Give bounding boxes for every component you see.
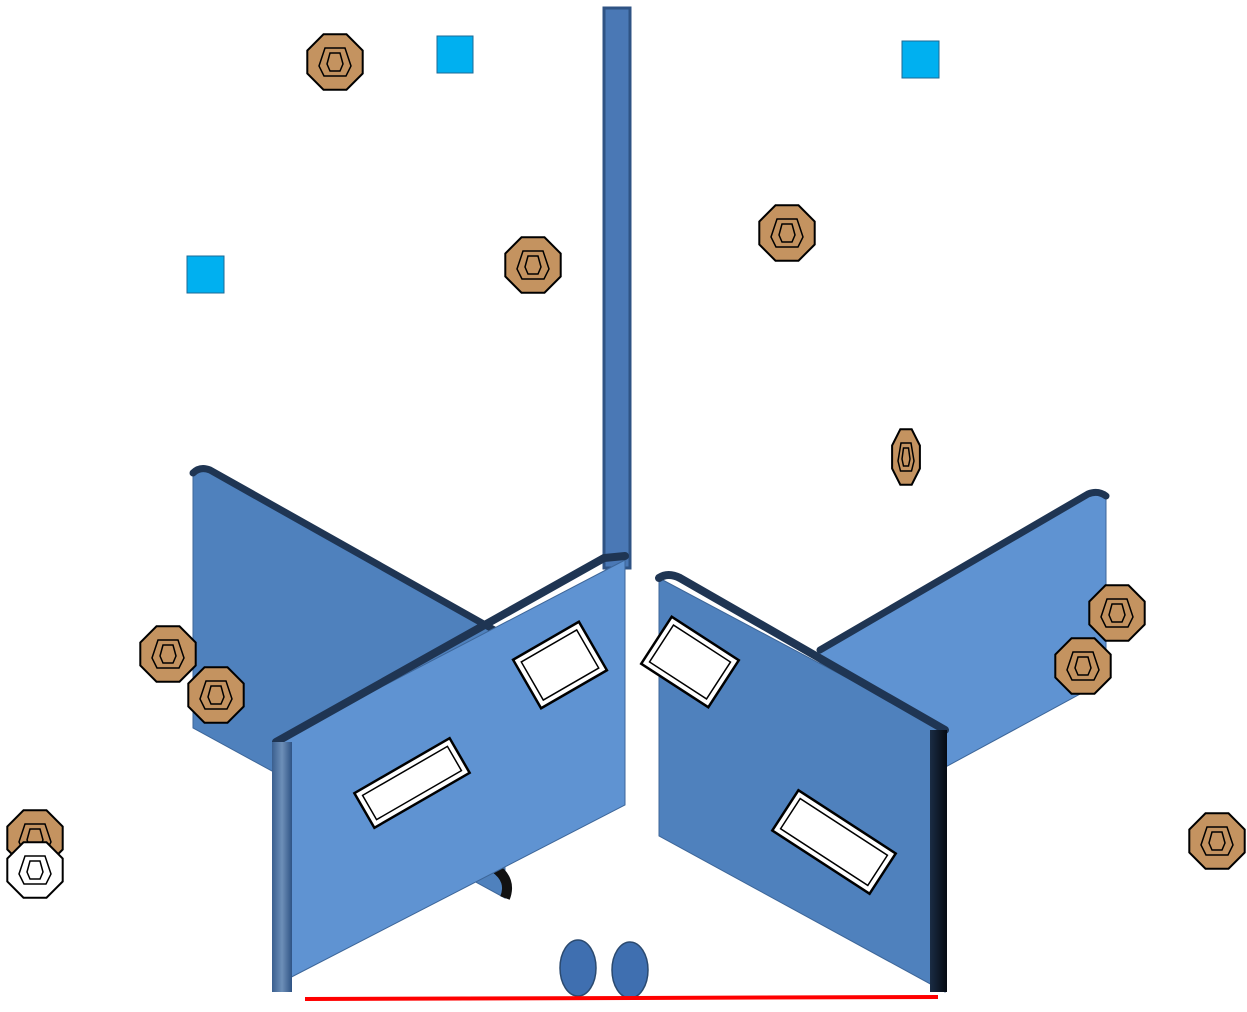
square-marker-icon <box>186 255 225 294</box>
octagon-target-icon <box>1088 584 1146 642</box>
octagon-target-icon <box>187 666 245 724</box>
port-left-upper <box>511 620 609 710</box>
octagon-target-icon <box>306 33 364 91</box>
fault-line <box>304 995 939 1001</box>
octagon-target-icon <box>139 625 197 683</box>
octagon-target-icon <box>891 428 921 486</box>
center-wall <box>602 6 632 570</box>
octagon-target-icon <box>1188 812 1246 870</box>
start-marker-right-foot <box>611 941 649 999</box>
square-marker-icon <box>436 35 474 74</box>
port-right-upper <box>639 615 741 709</box>
targets-layer <box>6 33 1246 899</box>
square-marker-icon <box>901 40 940 79</box>
port-right-lower <box>770 788 898 896</box>
port-left-lower <box>352 736 472 830</box>
octagon-target-icon <box>504 236 562 294</box>
octagon-target-icon <box>758 204 816 262</box>
start-marker-left-foot <box>559 939 597 997</box>
no-shoot-target-icon <box>6 841 64 899</box>
octagon-target-icon <box>1054 637 1112 695</box>
